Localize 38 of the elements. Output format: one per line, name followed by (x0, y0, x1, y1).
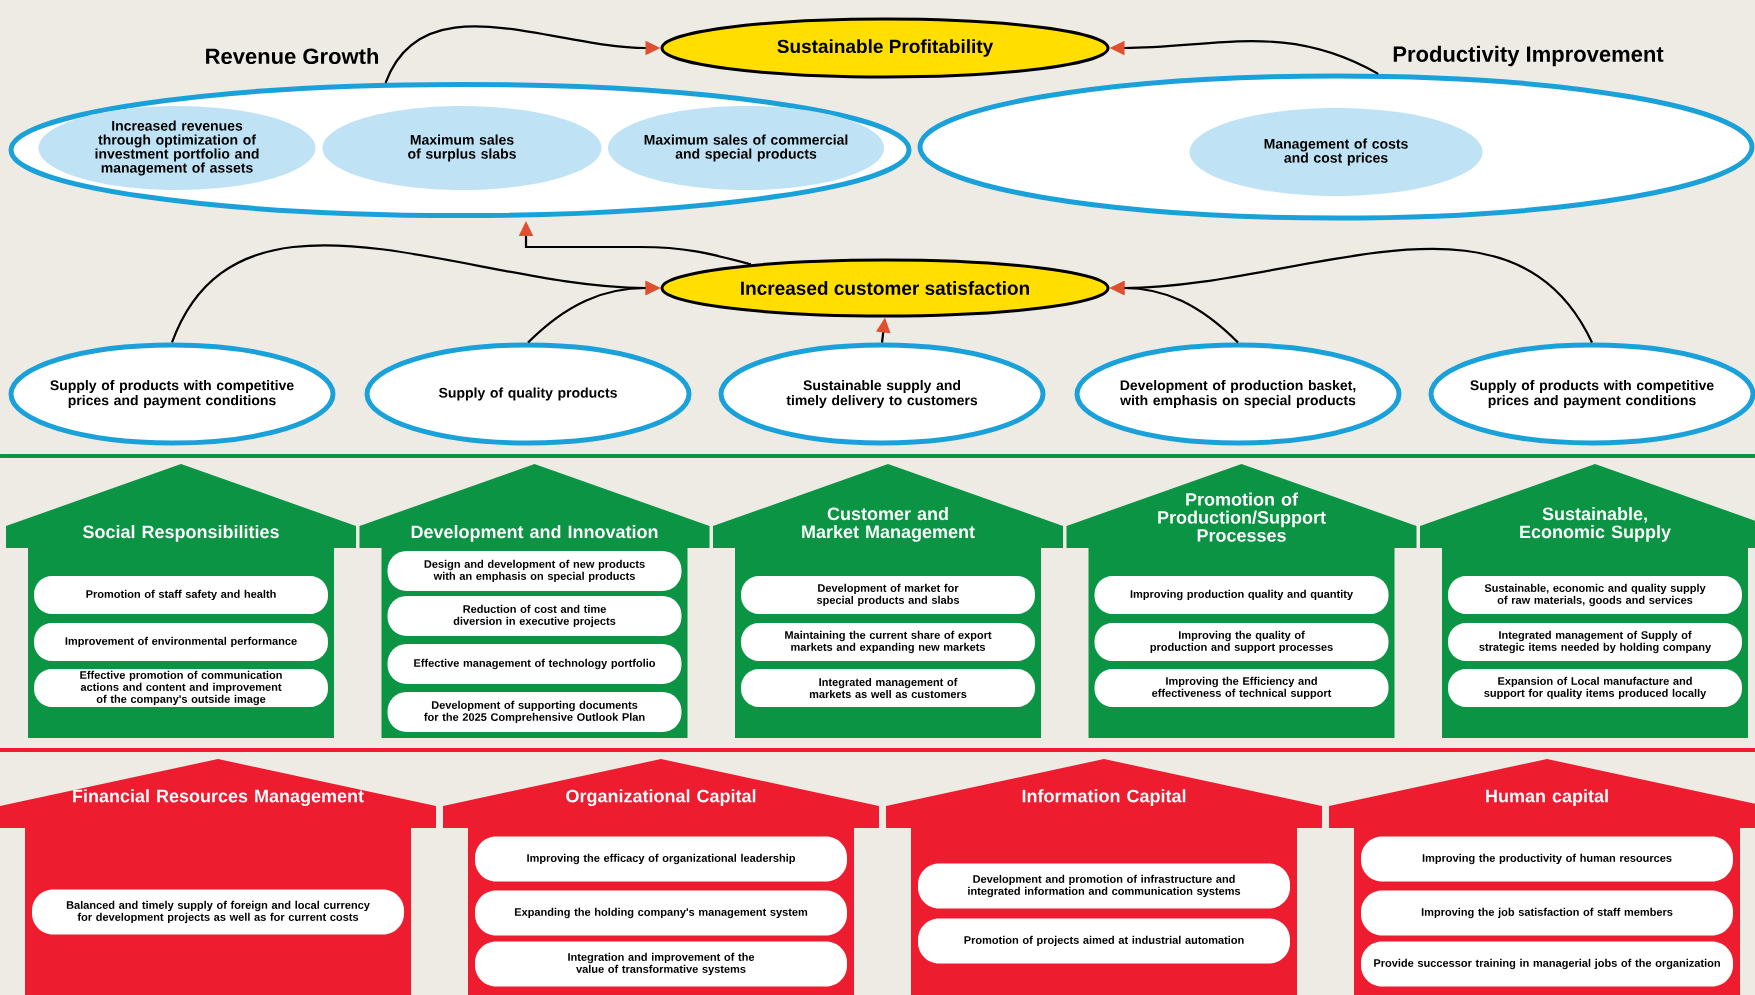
objective-oval: Supply of quality products (364, 342, 692, 446)
objective-oval: Sustainable supply and timely delivery to customers (718, 342, 1046, 446)
goal-oval: Increased customer satisfaction (660, 258, 1110, 318)
objective-pill: Expansion of Local manufacture and support for quality items produced locally (1448, 669, 1742, 707)
objective-oval: Maximum sales of commercial and special products (608, 106, 884, 190)
objective-oval: Maximum sales of surplus slabs (322, 106, 602, 190)
objective-pill: Improving the Efficiency and effectiveness of technical support (1094, 669, 1389, 707)
objective-pill: Improving the job satisfaction of staff members (1361, 890, 1733, 936)
objective-pill: Improving the efficacy of organizational leadership (475, 836, 847, 882)
objective-oval: Management of costs and cost prices (1189, 108, 1483, 196)
objective-pill: Sustainable, economic and quality supply of raw materials, goods and services (1448, 576, 1742, 614)
objective-pill: Provide successor training in managerial jobs of the organization (1361, 941, 1733, 987)
objective-pill: Expanding the holding company's management system (475, 890, 847, 936)
section-heading: Revenue Growth (206, 47, 379, 65)
objective-oval: Supply of products with competitive prices and payment conditions (8, 342, 336, 446)
objective-oval: Increased revenues through optimization of investment portfolio and management of assets (38, 106, 316, 190)
objective-pill: Effective management of technology portfolio (387, 644, 682, 684)
objective-pill: Development of market for special products and slabs (741, 576, 1035, 614)
objective-pill: Reduction of cost and time diversion in executive projects (387, 596, 682, 636)
objective-pill: Development and promotion of infrastructure and integrated information and communication systems (918, 863, 1290, 909)
objective-oval: Development of production basket, with emphasis on special products (1074, 342, 1402, 446)
objective-pill: Maintaining the current share of export markets and expanding new markets (741, 623, 1035, 661)
objective-pill: Improving production quality and quantity (1094, 576, 1389, 614)
objective-pill: Balanced and timely supply of foreign and local currency for development projects as well as for current costs (32, 889, 404, 935)
objective-pill: Improvement of environmental performance (34, 623, 328, 661)
objective-pill: Design and development of new products with an emphasis on special products (387, 551, 682, 591)
objective-pill: Improving the quality of production and support processes (1094, 623, 1389, 661)
objective-pill: Promotion of projects aimed at industrial automation (918, 918, 1290, 964)
objective-pill: Improving the productivity of human resources (1361, 836, 1733, 882)
goal-oval: Sustainable Profitability (660, 17, 1110, 79)
objective-pill: Integrated management of Supply of strategic items needed by holding company (1448, 623, 1742, 661)
objective-pill: Integrated management of markets as well as customers (741, 669, 1035, 707)
objective-pill: Development of supporting documents for the 2025 Comprehensive Outlook Plan (387, 692, 682, 732)
objective-pill: Promotion of staff safety and health (34, 576, 328, 614)
section-heading: Productivity Improvement (1393, 45, 1664, 67)
objective-pill: Effective promotion of communication actions and content and improvement of the company's outside image (34, 669, 328, 707)
objective-oval: Supply of products with competitive prices and payment conditions (1428, 342, 1755, 446)
objective-pill: Integration and improvement of the value of transformative systems (475, 941, 847, 987)
